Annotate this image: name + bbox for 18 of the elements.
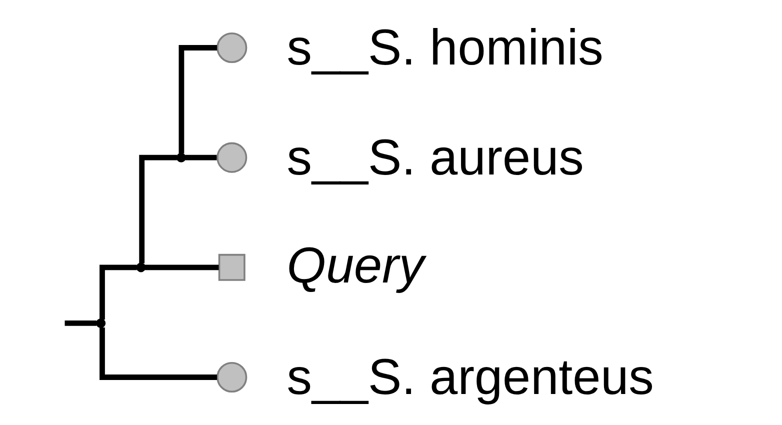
- connector: [64, 320, 96, 326]
- node-point: [176, 152, 186, 162]
- node-point: [136, 262, 146, 272]
- node-label: s__S. hominis: [286, 18, 603, 76]
- connector: [184, 154, 216, 160]
- node-label: Query: [286, 236, 424, 294]
- node-circle: [216, 32, 247, 64]
- node-label: s__S. argenteus: [286, 348, 654, 406]
- node-circle: [216, 362, 247, 393]
- connector: [144, 264, 218, 270]
- node-circle: [216, 142, 247, 173]
- connector: [138, 154, 176, 264]
- connector: [99, 264, 136, 320]
- node-label: s__S. aureus: [286, 128, 584, 186]
- node-point: [96, 318, 106, 328]
- connector: [178, 45, 217, 154]
- node-box: [218, 254, 245, 281]
- connector: [99, 327, 216, 380]
